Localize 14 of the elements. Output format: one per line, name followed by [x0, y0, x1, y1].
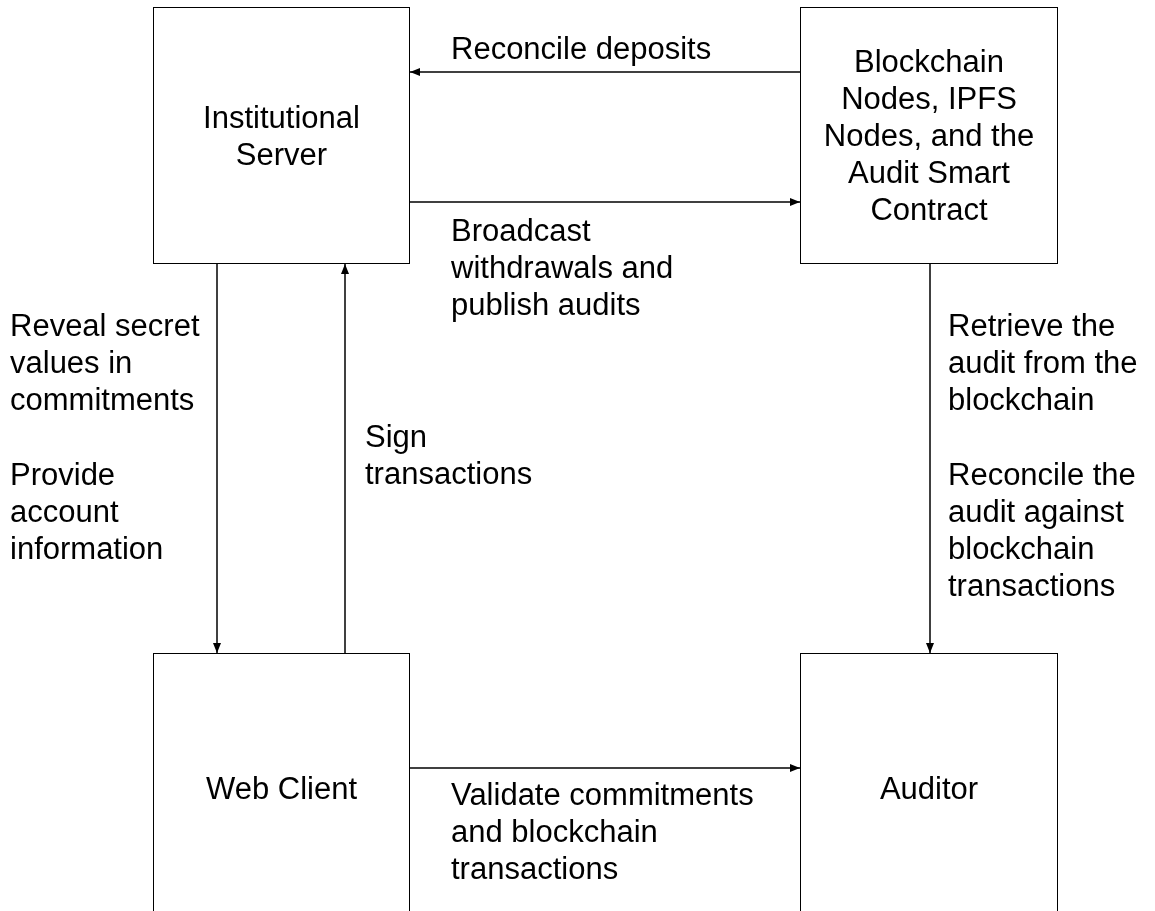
process-box	[153, 653, 410, 911]
arrow	[341, 263, 349, 654]
arrow	[409, 198, 801, 206]
node-label: Blockchain Nodes, IPFS Nodes, and the Audit Smart Contract	[822, 43, 1036, 228]
arrow	[926, 263, 934, 654]
node-label: Institutional Server	[202, 98, 361, 173]
process-box	[800, 7, 1058, 264]
arrow	[409, 764, 801, 772]
arrow	[409, 68, 801, 76]
arrow	[213, 263, 221, 654]
node-label: Web Client	[204, 769, 359, 807]
process-box	[800, 653, 1058, 911]
process-box	[153, 7, 410, 264]
node-label: Auditor	[878, 769, 980, 807]
